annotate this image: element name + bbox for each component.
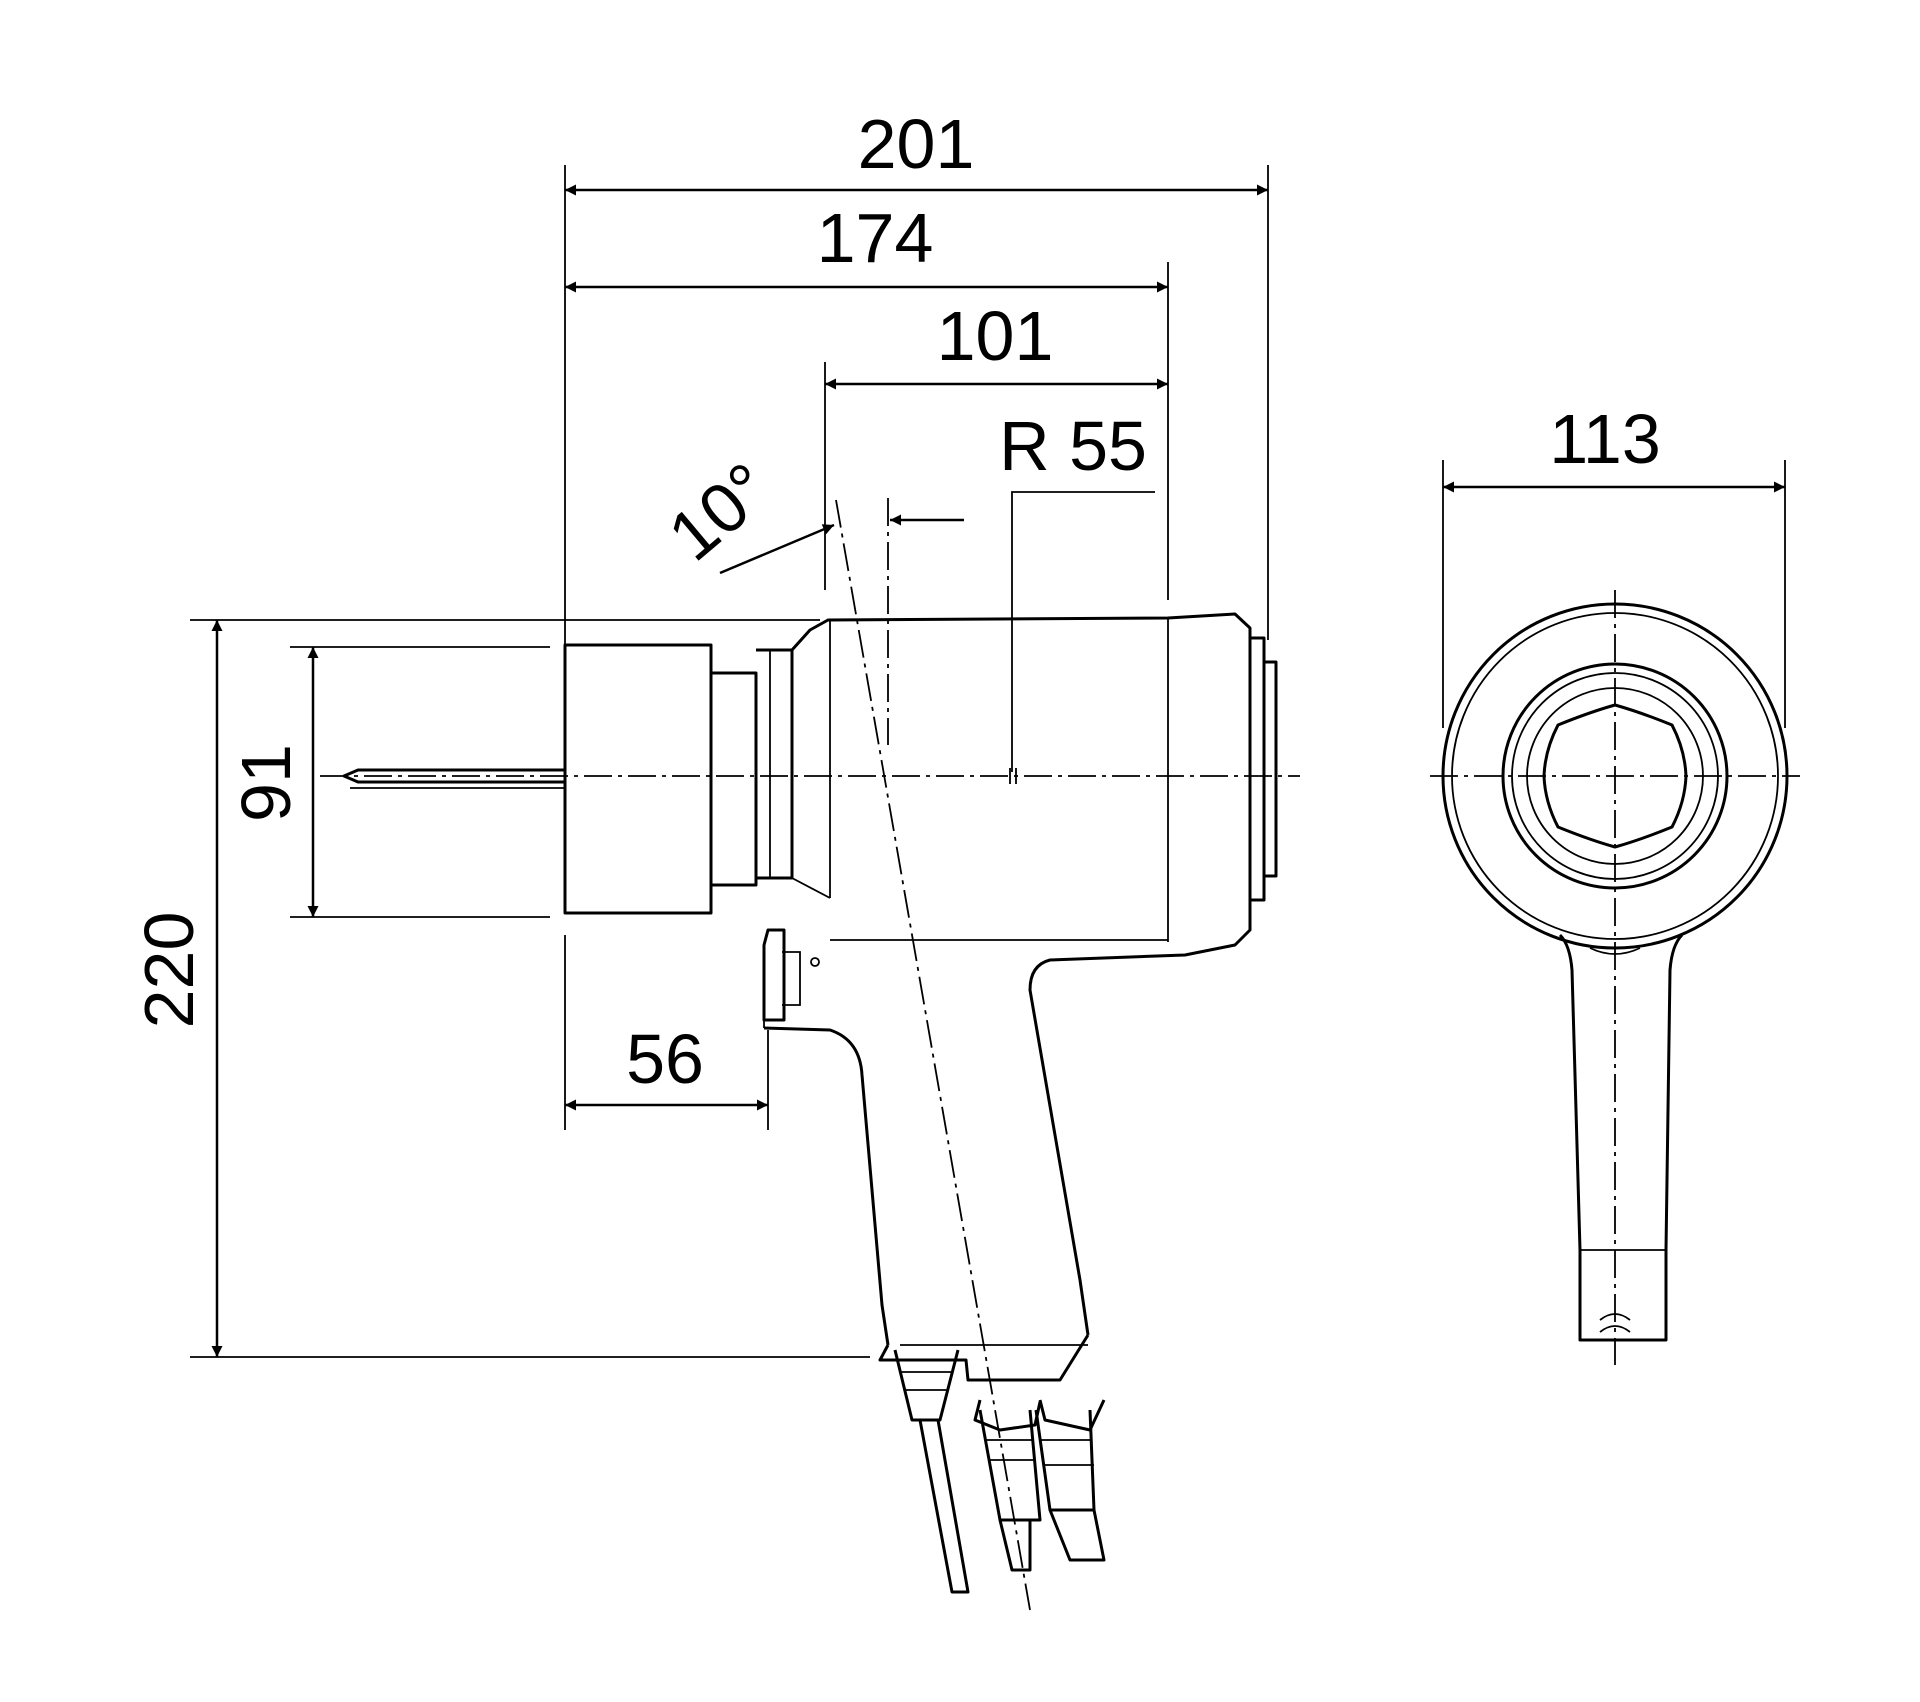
dimension-label-220: 220 xyxy=(130,912,208,1029)
motor-housing xyxy=(790,612,1278,1336)
side-view-dimensions: 201 174 101 R 55 10° 220 xyxy=(130,105,1269,1358)
spindle xyxy=(342,768,565,789)
dimension-label-201: 201 xyxy=(858,105,975,183)
radius-center-mark xyxy=(1009,768,1017,784)
dimension-label-r55: R 55 xyxy=(999,407,1147,485)
end-view: 113 xyxy=(1430,400,1800,1365)
dimension-label-91: 91 xyxy=(227,744,305,822)
grip-centerline xyxy=(835,499,1031,1611)
dimension-label-113: 113 xyxy=(1549,400,1661,478)
dimension-length-to-back: 174 xyxy=(565,199,1168,293)
pistol-grip xyxy=(762,928,1090,1382)
dimension-label-101: 101 xyxy=(937,297,1054,375)
nose-block xyxy=(563,643,794,915)
dimension-overall-length: 201 xyxy=(565,105,1268,196)
air-hoses xyxy=(893,1349,1106,1594)
dimension-angle: 10° xyxy=(654,448,964,576)
side-view xyxy=(320,498,1300,1611)
end-view-handle xyxy=(1558,933,1684,1342)
dimension-label-56: 56 xyxy=(626,1020,704,1098)
dimension-label-10-degrees: 10° xyxy=(654,448,785,576)
dimension-nose-length: 56 xyxy=(565,1020,768,1111)
dimension-radius: R 55 xyxy=(999,407,1155,772)
dimension-total-height: 220 xyxy=(130,620,223,1357)
dimension-nose-diameter: 91 xyxy=(227,647,319,917)
dimension-label-174: 174 xyxy=(817,199,934,277)
dimension-end-view-width: 113 xyxy=(1442,400,1786,728)
dimension-grip-to-back: 101 xyxy=(825,297,1168,390)
